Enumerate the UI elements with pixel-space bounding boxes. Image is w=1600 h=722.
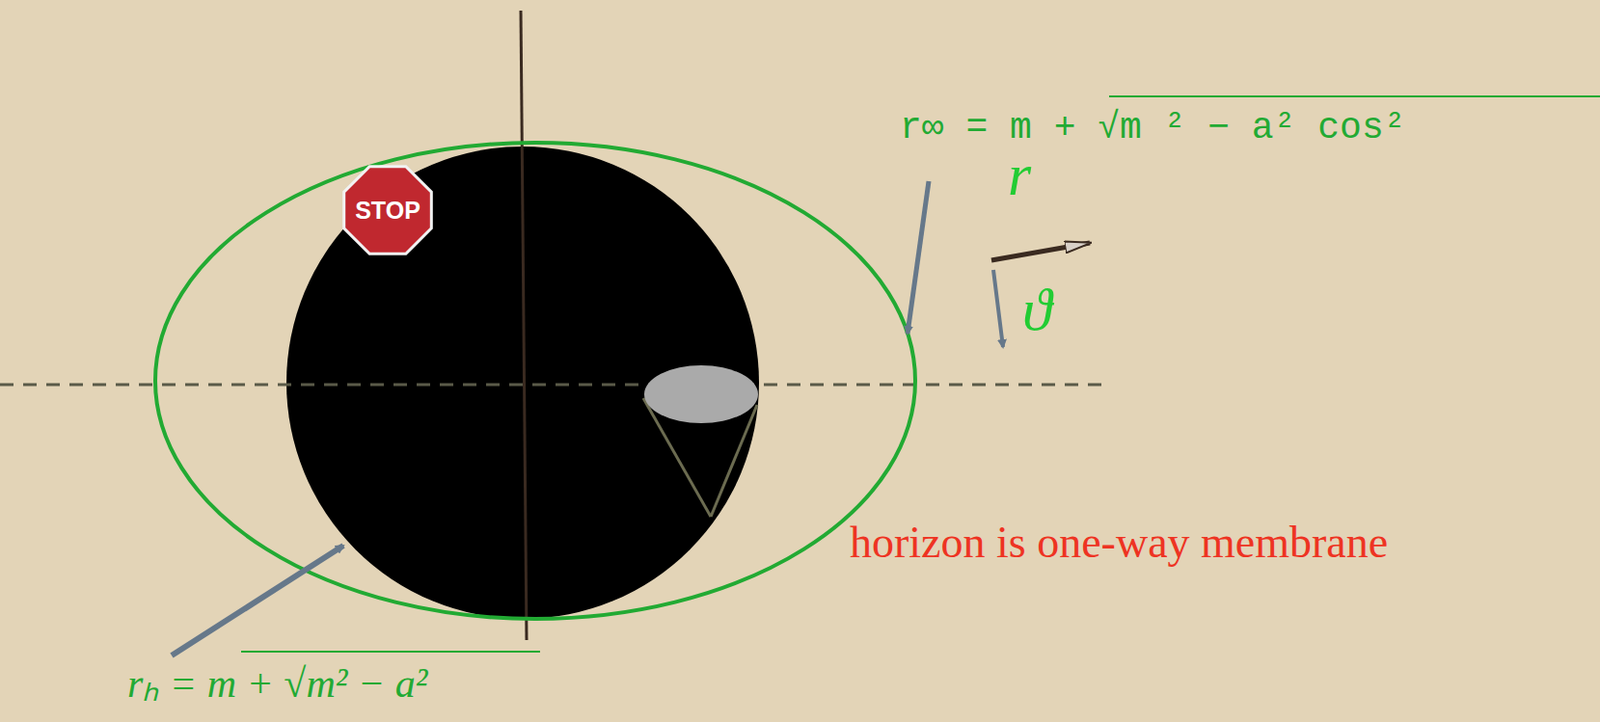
equator-line xyxy=(0,383,1108,387)
octagon-outline xyxy=(344,166,433,255)
sign-text: STOP xyxy=(354,196,421,225)
leader-arrow xyxy=(907,181,929,334)
axis-label: ϑ xyxy=(1022,279,1052,340)
r-direction-arrow xyxy=(991,243,1090,261)
radical-bar xyxy=(241,650,541,653)
ergosphere-ellipse xyxy=(155,142,916,620)
axis-label: r xyxy=(1007,144,1031,205)
node-text-holder: STOP xyxy=(338,161,437,260)
radical-bar xyxy=(1109,95,1600,98)
stop-sign: STOP xyxy=(338,161,437,260)
leader-arrow xyxy=(171,545,344,656)
light-cone-top xyxy=(644,365,759,424)
rotation-axis xyxy=(520,10,527,641)
theta-direction-arrow xyxy=(993,270,1004,348)
note-label: horizon is one-way membrane xyxy=(849,520,1388,566)
formula-label: rₕ = m + √m² − a² xyxy=(127,663,428,705)
formula-label: r∞ = m + √m ² − a² cos² xyxy=(899,109,1407,147)
